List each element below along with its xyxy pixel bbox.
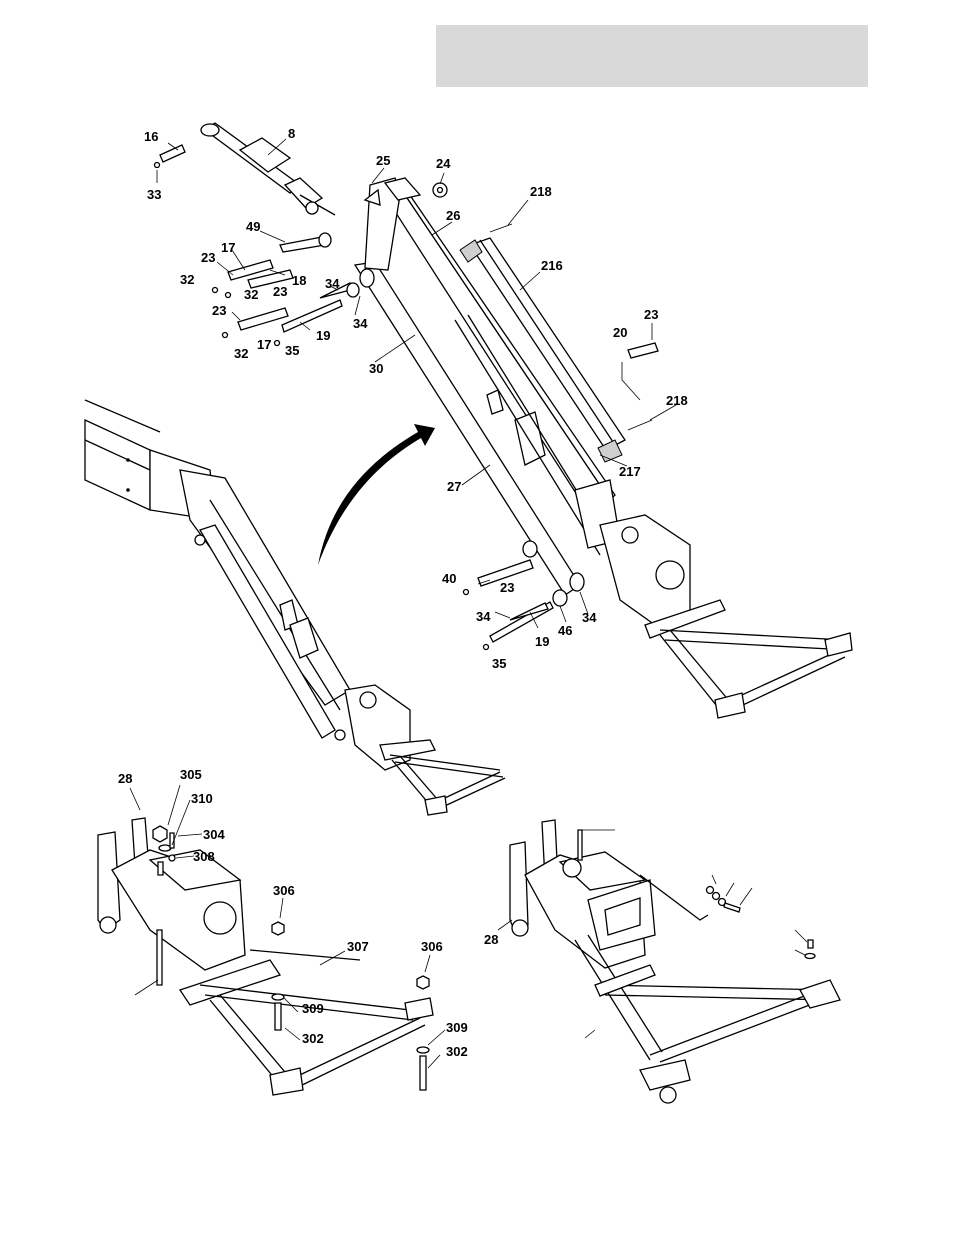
label-309: 309 — [302, 1001, 324, 1016]
assembled-boom — [85, 400, 505, 815]
label-24: 24 — [436, 156, 451, 171]
label-302: 302 — [302, 1031, 324, 1046]
base-assembled-view — [498, 820, 840, 1103]
label-49: 49 — [246, 219, 260, 234]
label-308: 308 — [193, 849, 215, 864]
pin-20 — [628, 343, 658, 358]
label-16: 16 — [144, 129, 158, 144]
label-8: 8 — [288, 126, 295, 141]
base-exploded-view — [98, 785, 445, 1095]
label-309: 309 — [446, 1020, 468, 1035]
label-304: 304 — [203, 827, 225, 842]
label-19: 19 — [535, 634, 549, 649]
pin-16 — [160, 145, 185, 162]
label-302: 302 — [446, 1044, 468, 1059]
lift-cylinder — [201, 123, 335, 215]
transition-arrow — [318, 424, 435, 565]
label-35: 35 — [492, 656, 506, 671]
label-32: 32 — [234, 346, 248, 361]
label-35: 35 — [285, 343, 299, 358]
label-23: 23 — [644, 307, 658, 322]
label-28: 28 — [484, 932, 498, 947]
label-23: 23 — [273, 284, 287, 299]
label-23: 23 — [500, 580, 514, 595]
label-34: 34 — [325, 276, 340, 291]
label-34: 34 — [476, 609, 491, 624]
label-310: 310 — [191, 791, 213, 806]
label-19: 19 — [316, 328, 330, 343]
label-25: 25 — [376, 153, 390, 168]
label-18: 18 — [292, 273, 306, 288]
label-217: 217 — [619, 464, 641, 479]
label-305: 305 — [180, 767, 202, 782]
label-218: 218 — [530, 184, 552, 199]
label-34: 34 — [353, 316, 368, 331]
label-216: 216 — [541, 258, 563, 273]
label-30: 30 — [369, 361, 383, 376]
label-23: 23 — [212, 303, 226, 318]
label-32: 32 — [180, 272, 194, 287]
label-33: 33 — [147, 187, 161, 202]
label-20: 20 — [613, 325, 627, 340]
label-23: 23 — [201, 250, 215, 265]
label-17: 17 — [257, 337, 271, 352]
label-17: 17 — [221, 240, 235, 255]
label-218: 218 — [666, 393, 688, 408]
upper-base-pivot — [575, 480, 852, 718]
label-306: 306 — [421, 939, 443, 954]
label-40: 40 — [442, 571, 456, 586]
label-34: 34 — [582, 610, 597, 625]
label-27: 27 — [447, 479, 461, 494]
label-28: 28 — [118, 771, 132, 786]
label-307: 307 — [347, 939, 369, 954]
label-32: 32 — [244, 287, 258, 302]
label-26: 26 — [446, 208, 460, 223]
label-306: 306 — [273, 883, 295, 898]
label-46: 46 — [558, 623, 572, 638]
bolt-set — [707, 875, 816, 959]
upper-pin-group — [213, 233, 375, 346]
